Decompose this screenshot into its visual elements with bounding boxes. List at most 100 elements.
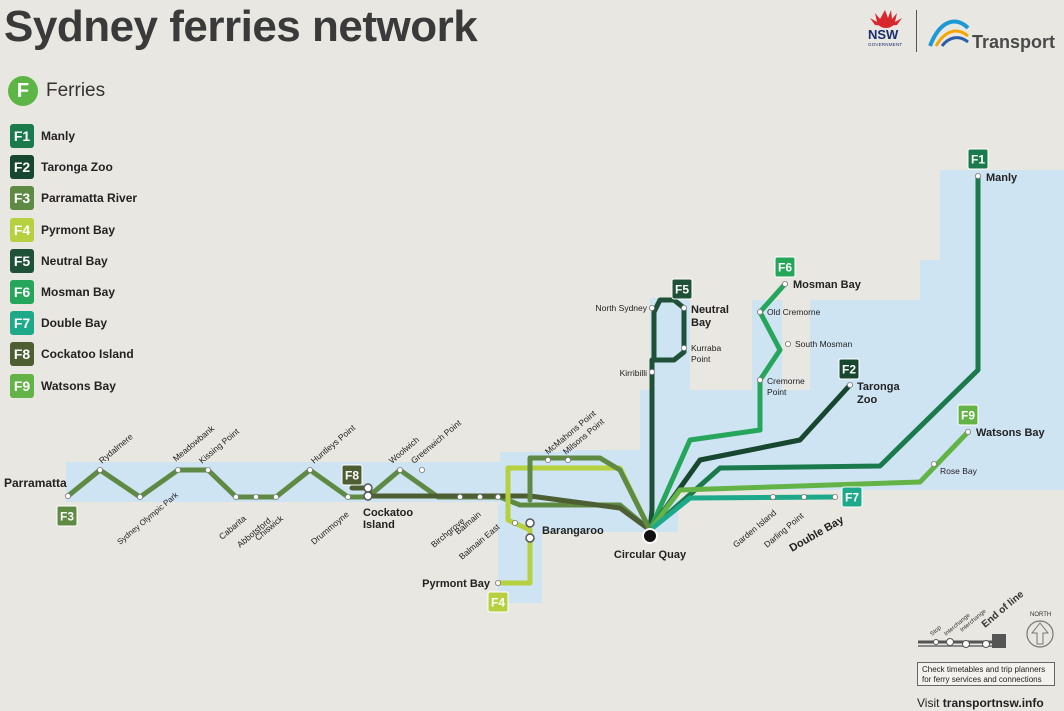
stop-label-cremorne-point: Point	[767, 387, 787, 397]
stop-label-rose-bay: Rose Bay	[940, 466, 978, 476]
stop-parramatta[interactable]	[65, 492, 72, 499]
stop-north-sydney[interactable]	[649, 304, 656, 311]
key-symbol	[962, 640, 970, 648]
stop-huntleys-point[interactable]	[306, 466, 313, 473]
route-name-f5: Neutral Bay	[41, 253, 108, 268]
key-symbol	[982, 640, 990, 648]
stop-balmain[interactable]	[476, 493, 483, 500]
stop-label-cockatoo-island: Cockatoo	[363, 507, 413, 519]
stop-kissing-point[interactable]	[204, 466, 211, 473]
stop-cremorne-point[interactable]	[757, 376, 764, 383]
stop-mcmahons-point[interactable]	[545, 456, 552, 463]
stop-garden-island[interactable]	[770, 493, 777, 500]
svg-text:F5: F5	[675, 283, 689, 297]
stop-label-taronga-zoo: Zoo	[857, 394, 877, 406]
stop-balmain-east-2[interactable]	[512, 520, 519, 527]
svg-text:F3: F3	[60, 510, 74, 524]
stop-balmain-east[interactable]	[494, 493, 501, 500]
stop-label-circular-quay: Circular Quay	[614, 549, 687, 561]
map-badge-f3: F3	[56, 505, 78, 527]
visit-link[interactable]: Visit transportnsw.info	[917, 696, 1044, 710]
north-arrow-shape	[1030, 622, 1050, 645]
stop-meadowbank[interactable]	[174, 466, 181, 473]
map-badge-f9: F9	[957, 404, 979, 426]
stop-label-old-cremorne: Old Cremorne	[767, 307, 821, 317]
stop-cockatoo-island-2[interactable]	[363, 483, 373, 493]
stop-label-cremorne-point: Cremorne	[767, 376, 805, 386]
stop-birchgrove[interactable]	[456, 493, 463, 500]
visit-url: transportnsw.info	[942, 696, 1044, 710]
route-name-f6: Mosman Bay	[41, 285, 116, 299]
stop-kurraba-point[interactable]	[681, 344, 688, 351]
route-badge-f1: F1	[10, 124, 34, 148]
stop-circular-quay[interactable]	[642, 528, 658, 544]
stop-taronga-zoo[interactable]	[847, 381, 854, 388]
stop-old-cremorne[interactable]	[757, 308, 764, 315]
route-badge-f9: F9	[10, 373, 34, 398]
stop-rose-bay[interactable]	[931, 460, 938, 467]
stop-label-neutral-bay: Neutral	[691, 304, 729, 316]
transport-logo-text: Transport	[972, 32, 1056, 52]
map-badge-f4: F4	[487, 591, 509, 613]
stop-sydney-olympic-park[interactable]	[136, 493, 143, 500]
stop-cabarita[interactable]	[232, 493, 239, 500]
page-title: Sydney ferries network	[4, 2, 478, 51]
stop-double-bay[interactable]	[832, 493, 839, 500]
visit-prefix: Visit	[917, 696, 943, 710]
route-badge-f2: F2	[10, 155, 34, 180]
map-badge-f1: F1	[967, 148, 989, 170]
logo-divider	[916, 10, 917, 52]
logos: NSW GOVERNMENT Transport	[866, 6, 1061, 56]
route-badge-f5: F5	[10, 248, 34, 273]
nsw-logo-text: NSW	[868, 27, 899, 42]
legend-item-f3: F3 Parramatta River	[10, 186, 230, 212]
stop-rydalmere[interactable]	[97, 466, 104, 473]
ferry-mode-badge: F	[8, 76, 38, 106]
legend-item-f2: F2 Taronga Zoo	[10, 155, 230, 181]
route-badge-f3: F3	[10, 186, 34, 211]
stop-label-manly: Manly	[986, 172, 1018, 184]
route-name-f1: Manly	[41, 129, 76, 143]
route-line-f7	[647, 494, 838, 533]
stop-neutral-bay[interactable]	[681, 304, 688, 311]
stop-greenwich-point[interactable]	[418, 466, 425, 473]
stop-south-mosman[interactable]	[785, 340, 792, 347]
route-name-f3: Parramatta River	[41, 191, 138, 206]
stop-milsons-point[interactable]	[565, 456, 572, 463]
stop-label-watsons-bay: Watsons Bay	[976, 427, 1046, 439]
route-badge-f6: F6	[10, 280, 34, 304]
stop-pyrmont-bay[interactable]	[494, 580, 501, 587]
key-label-stop: Stop	[929, 625, 943, 638]
stop-watsons-bay[interactable]	[965, 428, 972, 435]
route-line-f9	[647, 429, 971, 533]
stop-label-cockatoo-island: Island	[363, 519, 395, 531]
waratah-icon	[870, 10, 902, 28]
stop-label-rydalmere: Rydalmere	[97, 431, 135, 465]
key-label-north: NORTH	[1030, 612, 1051, 618]
stop-woolwich[interactable]	[396, 466, 403, 473]
stop-barangaroo-2[interactable]	[525, 533, 535, 543]
svg-text:F1: F1	[971, 153, 985, 167]
stop-darling-point[interactable]	[801, 493, 808, 500]
transport-logo-icon	[928, 19, 970, 47]
stop-abbotsford[interactable]	[252, 493, 259, 500]
stop-drummoyne[interactable]	[344, 493, 351, 500]
ferry-mode-label: Ferries	[46, 80, 106, 101]
stop-kirribilli[interactable]	[649, 368, 656, 375]
stop-label-kirribilli: Kirribilli	[620, 368, 648, 378]
stop-label-barangaroo: Barangaroo	[542, 525, 604, 537]
route-name-f4: Pyrmont Bay	[41, 222, 116, 237]
stop-cockatoo-island[interactable]	[363, 491, 373, 501]
north-arrow-icon	[1026, 620, 1054, 648]
map-badge-f7: F7	[841, 486, 863, 508]
route-name-f2: Taronga Zoo	[41, 160, 113, 175]
stop-label-pyrmont-bay: Pyrmont Bay	[422, 578, 491, 590]
stop-chiswick[interactable]	[272, 493, 279, 500]
legend-item-f5: F5 Neutral Bay	[10, 248, 230, 275]
stop-mosman-bay[interactable]	[782, 280, 789, 287]
stop-barangaroo[interactable]	[525, 518, 535, 528]
stop-manly[interactable]	[975, 172, 982, 179]
route-line-f5	[647, 297, 687, 533]
